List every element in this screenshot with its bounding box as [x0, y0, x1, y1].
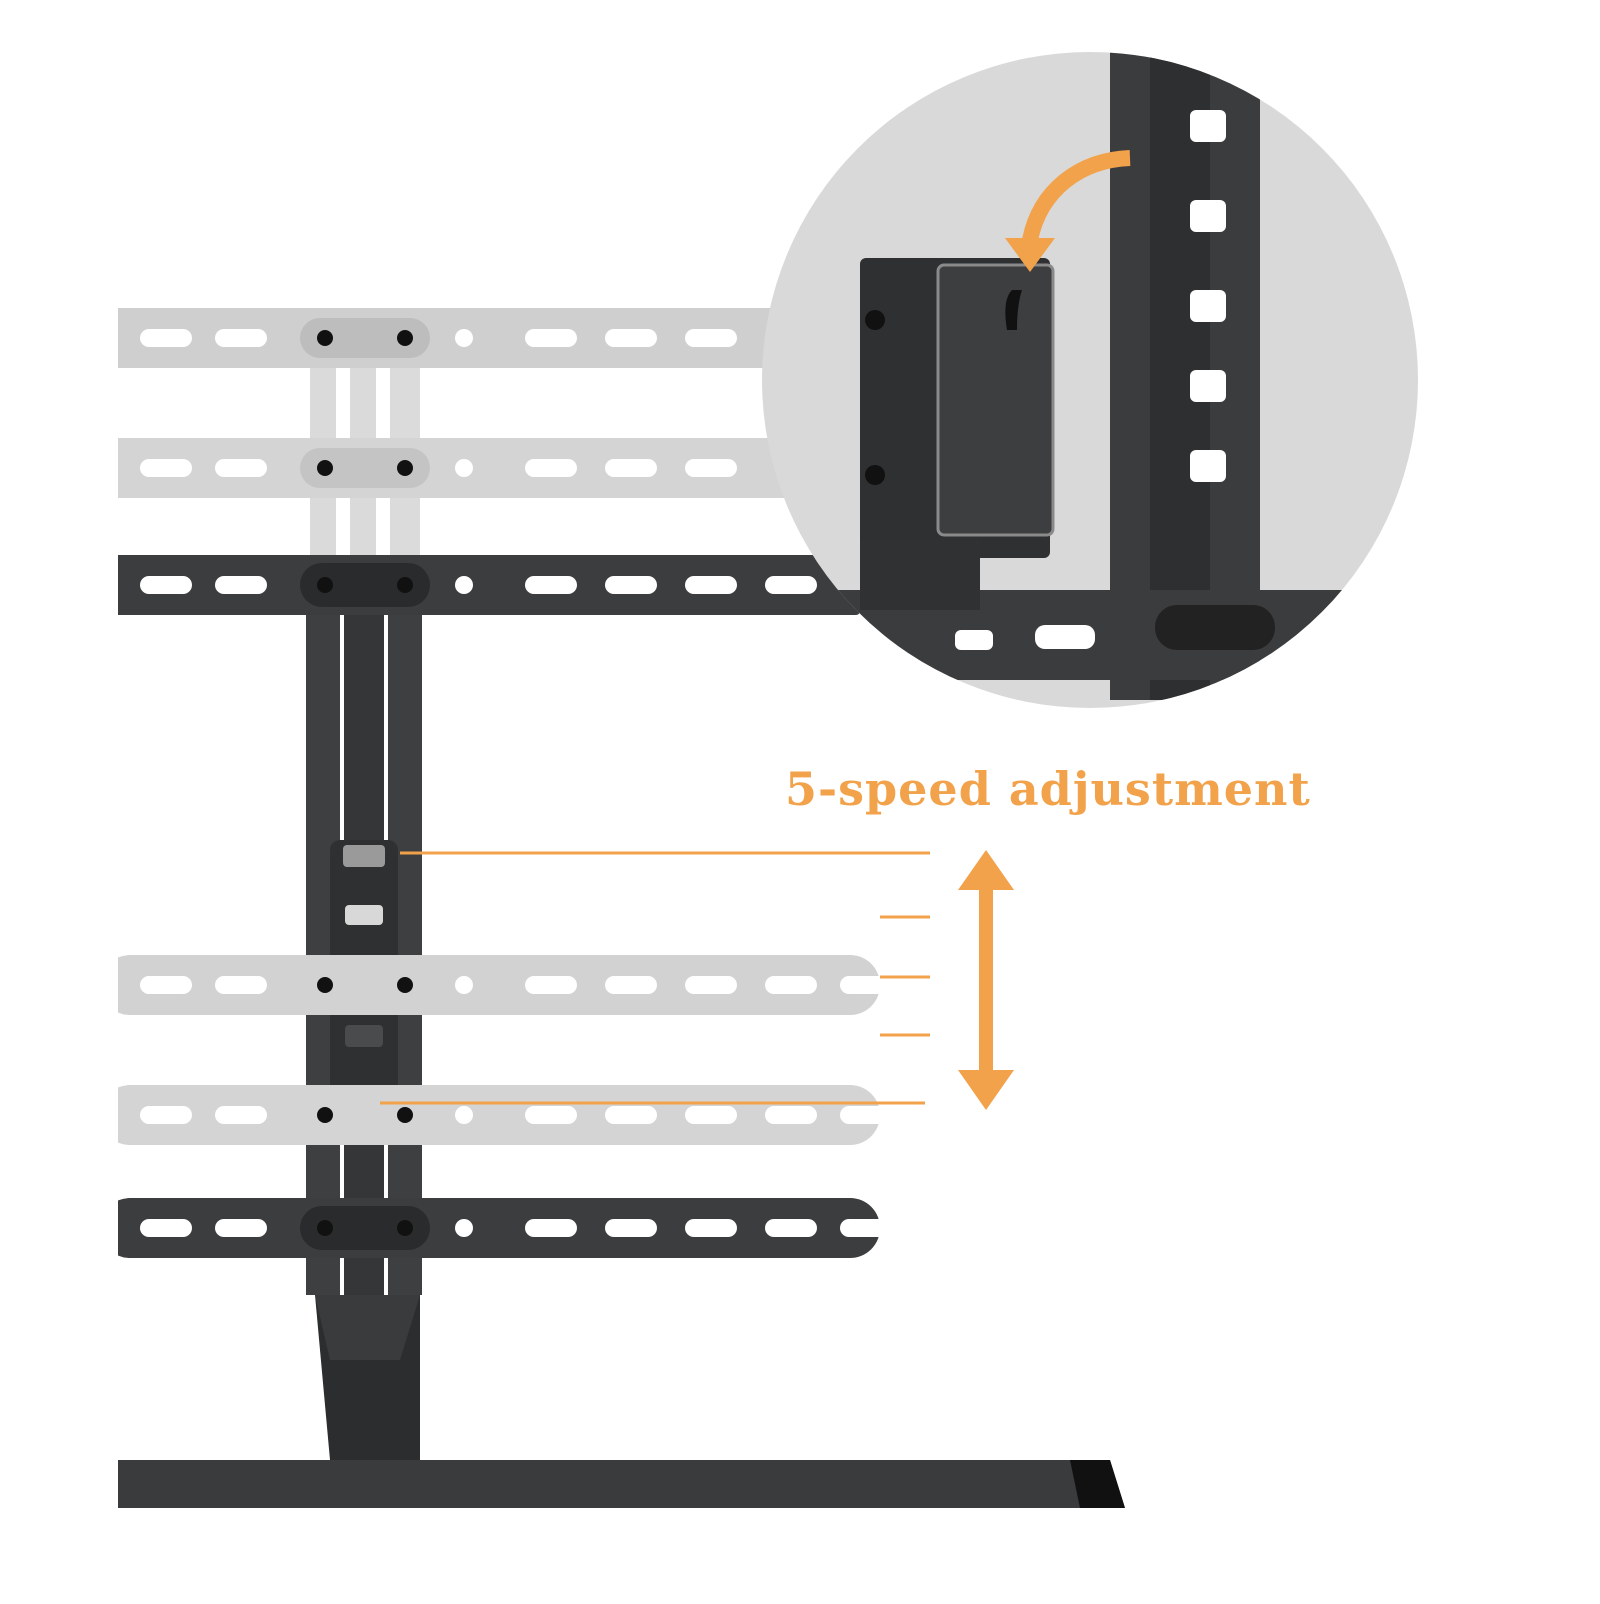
- slot-hole: [525, 459, 577, 477]
- slot-hole: [215, 329, 267, 347]
- inset-slot-hole: [1190, 200, 1226, 232]
- ghost-bar-top-1: [118, 308, 790, 368]
- slot-hole: [215, 459, 267, 477]
- double-headed-vertical-arrow-icon: [958, 850, 1014, 1110]
- slot-hole: [605, 976, 657, 994]
- slot-hole: [140, 1106, 192, 1124]
- slot-hole: [525, 1106, 577, 1124]
- curved-arrow-icon: [1022, 150, 1131, 242]
- ghost-bar-low-2: [118, 1085, 880, 1145]
- stand-base: [118, 1460, 1125, 1508]
- inset-slot-hole: [1190, 110, 1226, 142]
- slot-hole: [455, 976, 473, 994]
- slot-hole: [455, 1106, 473, 1124]
- bolt: [397, 1107, 413, 1123]
- slot-hole: [605, 329, 657, 347]
- slot-hole: [525, 1219, 577, 1237]
- bolt: [317, 330, 333, 346]
- slot-hole: [605, 1106, 657, 1124]
- slot-hole: [215, 1219, 267, 1237]
- slot-holes: [140, 329, 892, 1237]
- slot-hole: [525, 976, 577, 994]
- slot-hole: [215, 976, 267, 994]
- slot-hole: [525, 576, 577, 594]
- bolt: [397, 977, 413, 993]
- slot-hole: [685, 976, 737, 994]
- main-bar-top: [118, 555, 860, 615]
- slot-hole: [140, 329, 192, 347]
- slot-hole: [685, 1106, 737, 1124]
- stand-neck: [315, 1295, 420, 1460]
- slot-hole: [140, 1219, 192, 1237]
- bolt: [397, 1220, 413, 1236]
- slot-hole: [685, 576, 737, 594]
- inset-slot-hole: [1190, 370, 1226, 402]
- slot-hole: [455, 576, 473, 594]
- slot-hole: [140, 576, 192, 594]
- main-bar-bottom: [118, 1198, 880, 1258]
- adjustment-caption: 5-speed adjustment: [785, 762, 1311, 816]
- slot-hole: [455, 459, 473, 477]
- bolt: [397, 577, 413, 593]
- inset-slot-hole: [1190, 450, 1226, 482]
- slot-hole: [525, 329, 577, 347]
- ghost-bar-top-2: [118, 438, 790, 498]
- slot-hole: [840, 976, 892, 994]
- bolt: [317, 977, 333, 993]
- guide-lines: [380, 851, 930, 1105]
- slot-hole: [455, 1219, 473, 1237]
- bolt: [317, 1220, 333, 1236]
- detail-inset: [762, 52, 1418, 708]
- stand-assembly: [118, 308, 1125, 1508]
- bolt: [317, 1107, 333, 1123]
- bolt: [397, 330, 413, 346]
- slot-hole: [215, 1106, 267, 1124]
- inset-slot-hole: [1190, 290, 1226, 322]
- slot-hole: [765, 976, 817, 994]
- ghost-bar-low-1: [118, 955, 880, 1015]
- slot-hole: [685, 329, 737, 347]
- slot-hole: [215, 576, 267, 594]
- slot-hole: [140, 976, 192, 994]
- slot-hole: [685, 459, 737, 477]
- slot-hole: [685, 1219, 737, 1237]
- bolt: [397, 460, 413, 476]
- bolt: [317, 577, 333, 593]
- bolt: [317, 460, 333, 476]
- slot-hole: [765, 1219, 817, 1237]
- slot-hole: [840, 1219, 892, 1237]
- slot-hole: [605, 1219, 657, 1237]
- slot-hole: [765, 1106, 817, 1124]
- slot-hole: [605, 459, 657, 477]
- slot-hole: [605, 576, 657, 594]
- slot-hole: [455, 329, 473, 347]
- slot-hole: [765, 576, 817, 594]
- slot-hole: [140, 459, 192, 477]
- slot-hole: [840, 1106, 892, 1124]
